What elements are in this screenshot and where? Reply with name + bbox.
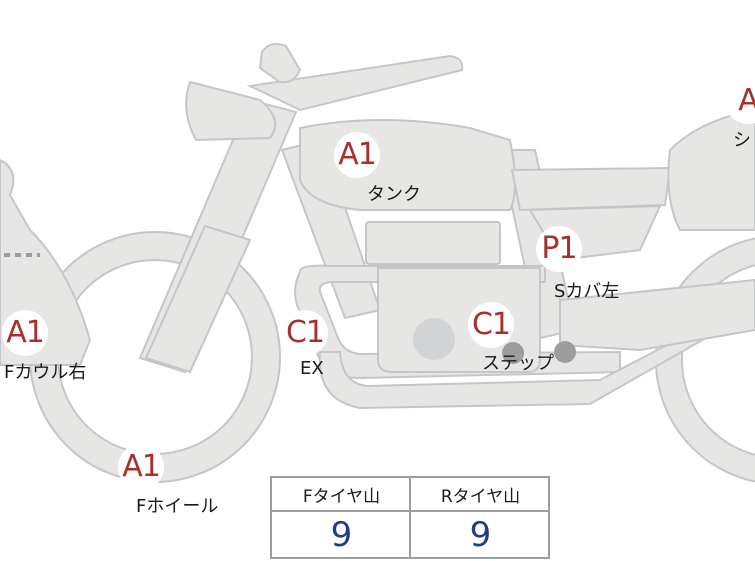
fork-lower [144, 224, 252, 374]
part-label: ステップ [482, 353, 554, 374]
handlebar [246, 54, 464, 112]
part-code-badge: A [725, 78, 755, 124]
part-label: シ [733, 130, 751, 151]
part-label: Fホイール [136, 496, 219, 517]
tyre-tread-table: Fタイヤ山 Rタイヤ山 9 9 [270, 476, 550, 559]
headlight [185, 80, 277, 142]
rear-wheel [655, 237, 755, 483]
part-label: タンク [367, 184, 421, 205]
step-peg [502, 342, 524, 364]
part-code-badge: A1 [334, 132, 380, 178]
rear-tyre-header: Rタイヤ山 [411, 478, 550, 512]
seat-rear [667, 108, 755, 231]
engine-top [365, 221, 501, 265]
front-tyre-header: Fタイヤ山 [272, 478, 411, 512]
step-peg [554, 341, 576, 363]
part-code-badge: C1 [282, 310, 328, 356]
part-label: Sカバ左 [554, 281, 620, 302]
part-label: Fカウル右 [4, 362, 87, 383]
part-code-badge: P1 [536, 226, 582, 272]
part-code-badge: A1 [2, 310, 48, 356]
engine-cover [413, 318, 455, 360]
part-code-badge: C1 [468, 302, 514, 348]
table-divider [409, 478, 411, 557]
swingarm [559, 278, 755, 352]
part-code-badge: A1 [118, 444, 164, 490]
rear-tyre-value: 9 [469, 514, 492, 555]
seat-front [510, 166, 672, 212]
part-label: EX [300, 358, 324, 379]
mirror [258, 43, 302, 84]
front-tyre-value: 9 [330, 514, 353, 555]
